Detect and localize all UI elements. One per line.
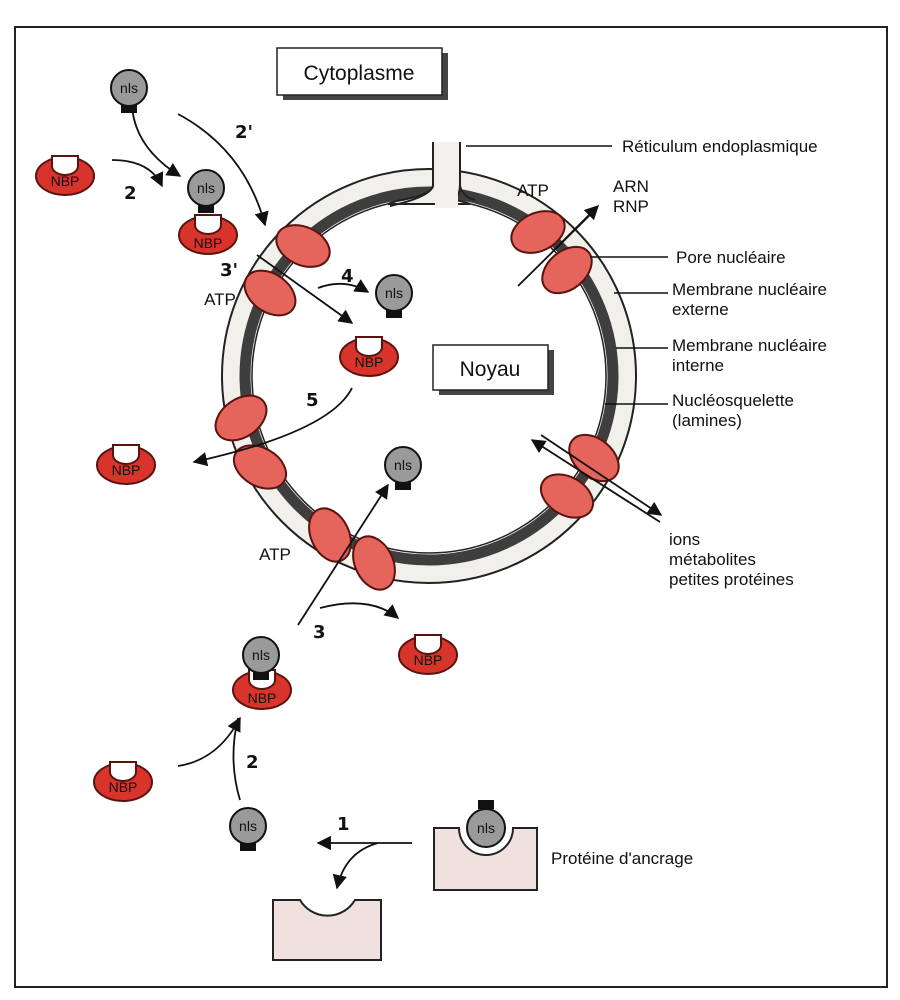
label-pointers [466,145,668,405]
svg-text:NBP: NBP [51,173,80,189]
arrow-2-top-nls [131,105,182,177]
rna-label: ARN [613,177,649,196]
svg-text:NBP: NBP [112,462,141,478]
step-4: 4 [341,266,354,287]
arrow-2-bottom-nls [232,717,241,801]
nbp-released: NBP [398,634,458,675]
nls-proteins: nls nls nls nls nls nls [110,69,422,852]
arrow-diffusion-out [540,434,663,516]
svg-text:nls: nls [477,820,495,836]
svg-text:nls: nls [120,80,138,96]
svg-text:NBP: NBP [414,652,443,668]
pore-label: Pore nucléaire [676,248,786,267]
step-2-bottom: 2 [246,752,259,773]
atp-label-left: ATP [204,290,236,309]
metabolites-label: métabolites [669,550,756,569]
nls-nucleus-bottom: nls [384,446,422,491]
arrow-export [552,204,600,252]
arrow-2-top [111,159,164,188]
arrow-3-nbp [319,602,400,619]
nucleus-box: Noyau [432,344,554,395]
cytoplasm-box: Cytoplasme [276,47,448,100]
outer-membrane-label-2: externe [672,300,729,319]
outer-membrane-label-1: Membrane nucléaire [672,280,827,299]
nbp-proteins: NBP NBP NBP NBP NBP NBP NBP [35,155,458,802]
arrow-diffusion-in [530,439,661,523]
step-1: 1 [337,814,350,835]
lamina-label-2: (lamines) [672,411,742,430]
anchor-protein-bound: nls [433,800,538,891]
er-label: Réticulum endoplasmique [622,137,818,156]
svg-text:nls: nls [394,457,412,473]
svg-text:nls: nls [252,647,270,663]
svg-text:nls: nls [239,818,257,834]
inner-membrane-label-1: Membrane nucléaire [672,336,827,355]
anchor-protein-empty [272,899,382,961]
nls-free-bottom: nls [229,807,267,852]
nbp-nucleus: NBP [339,336,399,377]
nbp-bottom-left: NBP [93,761,153,802]
nls-imported: nls [375,274,413,319]
svg-text:NBP: NBP [194,235,223,251]
step-2p: 2' [235,122,253,143]
lamina-label-1: Nucléosquelette [672,391,794,410]
nls-complex-bottom: nls [242,636,280,681]
nbp-complex-top: NBP [178,214,238,255]
inner-membrane-label-2: interne [672,356,724,375]
ions-label: ions [669,530,700,549]
nls-top: nls [110,69,148,114]
rnp-label: RNP [613,197,649,216]
step-3p: 3' [220,260,238,281]
svg-text:NBP: NBP [109,779,138,795]
arrow-3-import [297,483,389,626]
step-2-top: 2 [124,183,137,204]
svg-text:NBP: NBP [248,690,277,706]
arrow-4 [317,279,370,293]
arrow-2p [177,113,269,227]
step-5: 5 [306,390,319,411]
arrow-5 [192,387,353,467]
small-proteins-label: petites protéines [669,570,794,589]
arrow-3p [256,254,354,324]
step-3: 3 [313,622,326,643]
nbp-top-left: NBP [35,155,95,196]
nbp-complex-bottom: NBP [232,669,292,710]
arrows [111,105,663,890]
nls-complex-top: nls [187,169,225,214]
svg-text:nls: nls [385,285,403,301]
nbp-exported: NBP [96,444,156,485]
svg-text:NBP: NBP [355,354,384,370]
atp-label-top: ATP [517,181,549,200]
arrow-1-anchor [332,842,379,890]
anchor-label: Protéine d'ancrage [551,849,693,868]
nucleus-label: Noyau [460,358,521,381]
svg-text:nls: nls [197,180,215,196]
cytoplasm-label: Cytoplasme [304,62,415,85]
atp-label-bottom: ATP [259,545,291,564]
